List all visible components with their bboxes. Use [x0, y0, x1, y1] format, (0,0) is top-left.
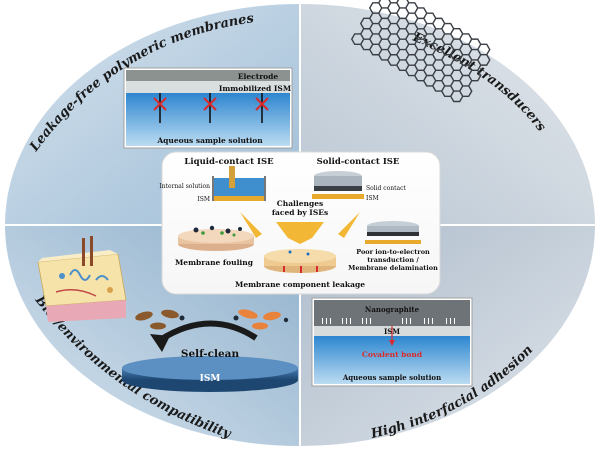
- nanographite-layer: [314, 300, 470, 326]
- electrode-layer: [126, 70, 290, 81]
- challenges-label-line2: faced by ISEs: [272, 208, 328, 217]
- immobilized-ism-layer: [126, 81, 290, 93]
- electrode-label: Electrode: [238, 72, 279, 81]
- membrane-leakage-illustration: [264, 249, 336, 273]
- self-clean-label: Self-clean: [181, 348, 240, 360]
- center-challenges-panel: Liquid-contact ISE Solid-contact ISE Int…: [159, 151, 441, 295]
- x-marks: [153, 97, 269, 111]
- graphene-lattice: [350, 0, 491, 103]
- liquid-contact-title: Liquid-contact ISE: [184, 157, 274, 167]
- nanographite-label: Nanographite: [365, 305, 420, 314]
- internal-solution-label: Internal solution: [159, 183, 210, 190]
- converging-arrows: [240, 212, 360, 244]
- self-clean-ism-label: ISM: [200, 374, 221, 384]
- delamination-illustration: [365, 221, 421, 244]
- transduction-label-line1: Poor ion-to-electron: [356, 248, 430, 256]
- membrane-fouling-label: Membrane fouling: [175, 258, 254, 267]
- liquid-contact-ise-illustration: [212, 166, 266, 201]
- ism-right-label: ISM: [366, 195, 379, 202]
- tissue-illustration: [37, 236, 127, 322]
- transduction-label-line2: transduction /: [367, 256, 419, 264]
- aqueous-solution-label: Aqueous sample solution: [156, 136, 263, 145]
- graphene-sheet-illustration: [350, 0, 491, 103]
- transduction-label-line3: Membrane delamination: [348, 264, 438, 272]
- immobilized-ism-label: Immobilized ISM: [219, 84, 291, 93]
- membrane-leakage-label: Membrane component leakage: [235, 280, 365, 289]
- challenges-label-line1: Challenges: [277, 199, 323, 208]
- self-clean-illustration: [122, 309, 298, 392]
- solid-contact-title: Solid-contact ISE: [317, 157, 400, 167]
- adhesion-panel: Nanographite ISM Covalent bond Aqueous s…: [311, 297, 473, 387]
- solid-contact-label: Solid contact: [366, 185, 406, 192]
- outer-ellipse: [3, 2, 597, 448]
- ism-left-label: ISM: [197, 196, 210, 203]
- covalent-bond-label: Covalent bond: [362, 350, 423, 359]
- adhesion-solution-label: Aqueous sample solution: [342, 373, 441, 382]
- solid-contact-ise-illustration: [312, 171, 364, 199]
- membrane-fouling-illustration: [178, 225, 254, 251]
- bond-ticks: [322, 318, 455, 324]
- leakage-panel: Electrode Immobilized ISM Aqueous sample…: [123, 67, 293, 149]
- blocked-leakage-arrows: [159, 93, 263, 123]
